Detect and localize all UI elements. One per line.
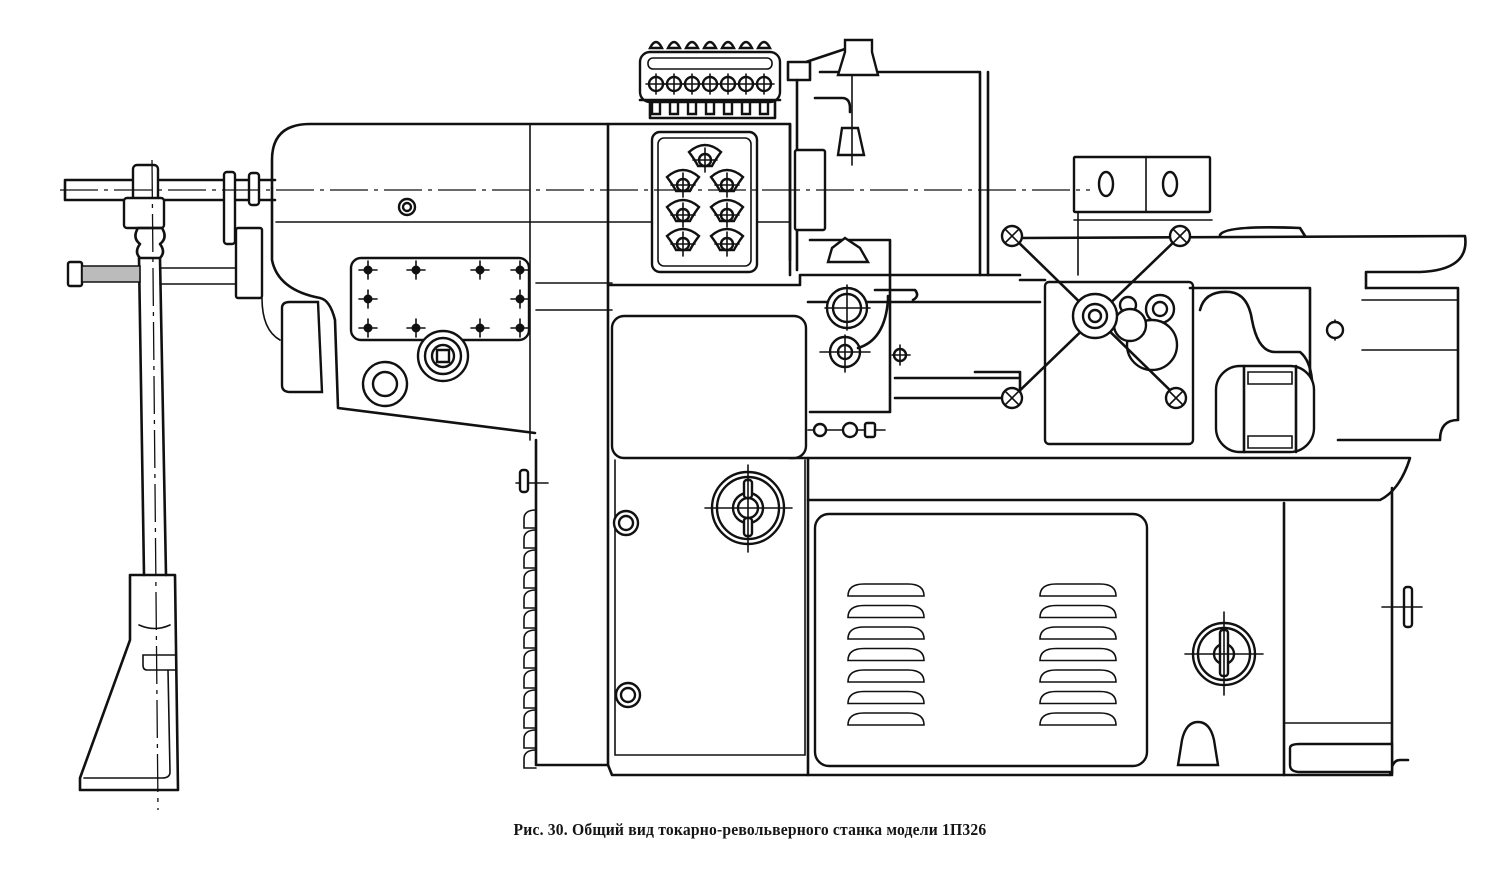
- selector-stem: [742, 102, 750, 114]
- louvre-slot: [1040, 692, 1116, 704]
- selector-stem: [670, 102, 678, 114]
- work-lamp: [788, 40, 878, 165]
- louvre-slot: [1040, 584, 1116, 596]
- selector-knob: [740, 42, 752, 48]
- selector-knob: [650, 42, 662, 48]
- selector-knob: [758, 42, 770, 48]
- figure-caption-text: Рис. 30. Общий вид токарно-револьверного…: [513, 820, 987, 839]
- gear-dial-strip: [640, 42, 780, 118]
- louvre-slot: [848, 606, 924, 618]
- louvre-slot: [1040, 649, 1116, 661]
- selector-stem: [724, 102, 732, 114]
- figure-caption: Рис. 30. Общий вид токарно-револьверного…: [0, 820, 1500, 840]
- selector-stem: [706, 102, 714, 114]
- selector-stem: [652, 102, 660, 114]
- selector-stem: [760, 102, 768, 114]
- louvre-slot: [848, 692, 924, 704]
- selector-stem: [688, 102, 696, 114]
- louvre-slot: [1040, 627, 1116, 639]
- selector-knob: [722, 42, 734, 48]
- louvre-slot: [848, 584, 924, 596]
- lathe-bed: [516, 124, 1410, 775]
- speed-selector-panel: [652, 132, 757, 272]
- selector-knob: [668, 42, 680, 48]
- louvre-slot: [1040, 606, 1116, 618]
- louvre-slot: [848, 627, 924, 639]
- capstan-star-handwheel: [1002, 226, 1190, 408]
- ventilation-cover: [815, 514, 1263, 766]
- bar-stock-support-stand: [65, 160, 275, 810]
- louvre-slot: [1040, 670, 1116, 682]
- selector-knob: [704, 42, 716, 48]
- louvre-slot: [1040, 713, 1116, 725]
- cooling-fins: [524, 510, 536, 768]
- tail-cabinet: [1284, 488, 1422, 775]
- louvre-slot: [848, 713, 924, 725]
- selector-knob: [686, 42, 698, 48]
- louvre-slot: [848, 649, 924, 661]
- headstock: [262, 124, 790, 440]
- cross-slide-apron: [808, 238, 1020, 437]
- louvre-slot: [848, 670, 924, 682]
- electric-motor: [1200, 292, 1314, 452]
